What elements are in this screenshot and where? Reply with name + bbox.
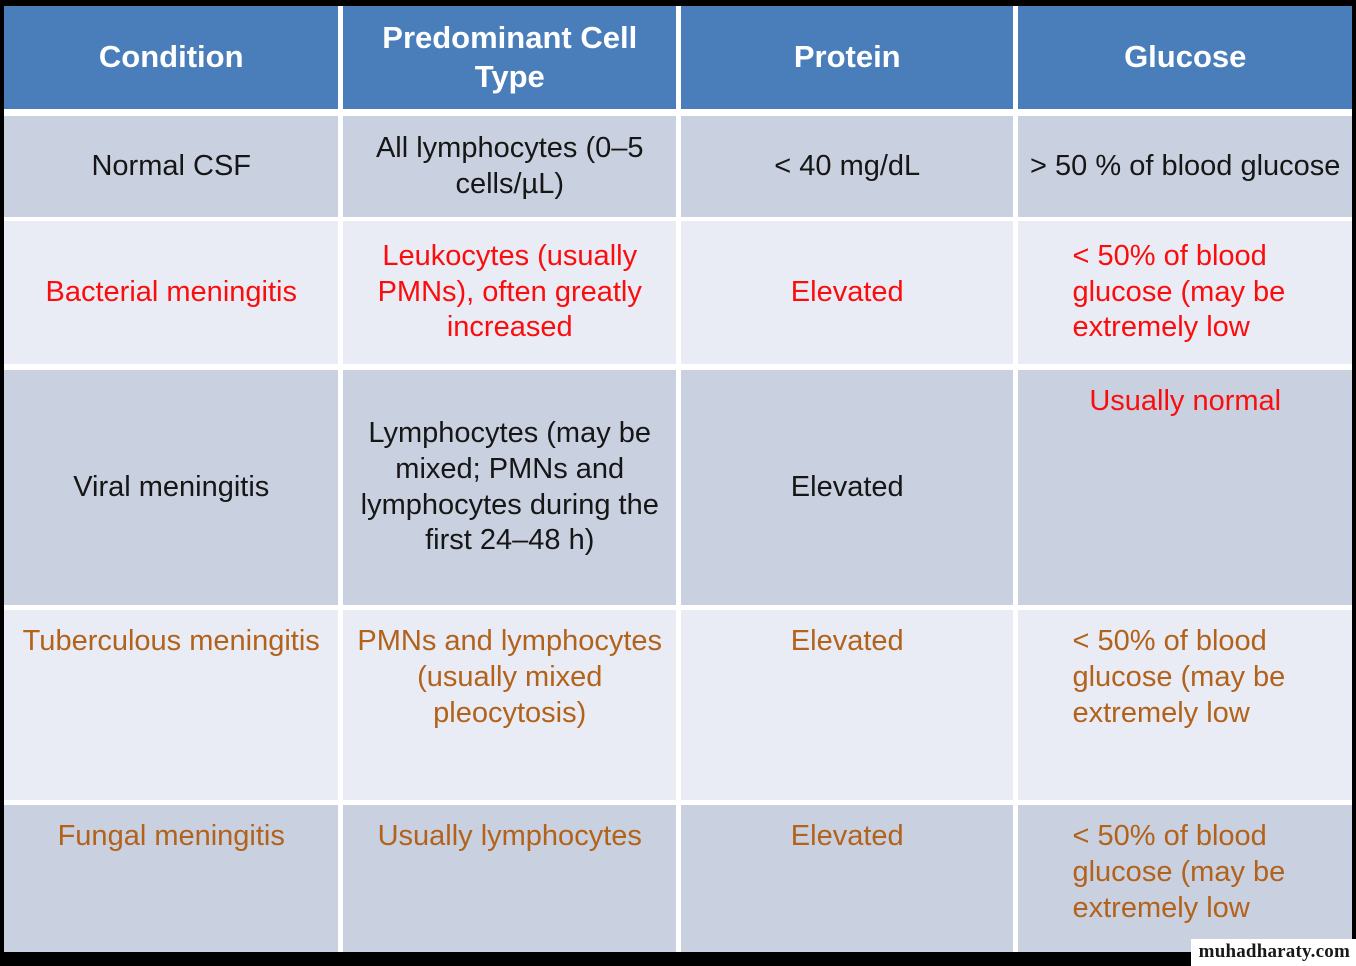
row-divider xyxy=(4,109,1352,116)
cell-protein: Elevated xyxy=(680,370,1014,605)
csf-findings-table: Condition Predominant Cell Type Protein … xyxy=(4,6,1352,952)
site-watermark: muhadharaty.com xyxy=(1190,939,1356,966)
cell-condition-text: Normal CSF xyxy=(91,149,251,182)
column-header-condition-label: Condition xyxy=(98,39,244,75)
table-row: Fungal meningitis Usually lymphocytes El… xyxy=(4,805,1352,952)
column-header-protein-label: Protein xyxy=(793,39,901,75)
cell-cell-type-text: Leukocytes (usually PMNs), often greatly… xyxy=(377,239,642,344)
column-gutter xyxy=(675,6,681,109)
table-row: Viral meningitis Lymphocytes (may be mix… xyxy=(4,370,1352,605)
column-header-protein: Protein xyxy=(680,6,1014,109)
cell-cell-type-text: All lymphocytes (0–5 cells/µL) xyxy=(375,131,644,200)
table-row: Normal CSF All lymphocytes (0–5 cells/µL… xyxy=(4,116,1352,217)
cell-glucose-text: > 50 % of blood glucose xyxy=(1030,149,1341,182)
cell-protein: Elevated xyxy=(680,221,1014,364)
cell-condition: Viral meningitis xyxy=(4,370,339,605)
cell-glucose: > 50 % of blood glucose xyxy=(1018,116,1352,217)
cell-glucose: < 50% of blood glucose (may be extremely… xyxy=(1018,805,1352,952)
cell-glucose-text: < 50% of blood glucose (may be extremely… xyxy=(1072,820,1286,924)
column-header-condition: Condition xyxy=(4,6,339,109)
cell-protein-text: Elevated xyxy=(790,470,904,503)
table-row: Bacterial meningitis Leukocytes (usually… xyxy=(4,221,1352,364)
cell-glucose-text: < 50% of blood glucose (may be extremely… xyxy=(1072,239,1286,344)
cell-glucose: < 50% of blood glucose (may be extremely… xyxy=(1018,610,1352,800)
cell-condition: Bacterial meningitis xyxy=(4,221,339,364)
row-divider xyxy=(4,364,1352,370)
table-header-row: Condition Predominant Cell Type Protein … xyxy=(4,6,1352,109)
cell-condition-text: Fungal meningitis xyxy=(57,820,285,852)
column-gutter xyxy=(1013,370,1019,605)
column-gutter xyxy=(1013,6,1019,109)
cell-protein-text: < 40 mg/dL xyxy=(774,149,921,182)
cell-cell-type-text: PMNs and lymphocytes (usually mixed pleo… xyxy=(357,625,663,729)
cell-condition-text: Tuberculous meningitis xyxy=(22,625,320,657)
column-header-glucose-label: Glucose xyxy=(1124,39,1247,75)
row-divider xyxy=(4,217,1352,221)
cell-protein: Elevated xyxy=(680,610,1014,800)
column-gutter xyxy=(1013,116,1019,217)
cell-cell-type: Leukocytes (usually PMNs), often greatly… xyxy=(343,221,676,364)
column-gutter xyxy=(1013,610,1019,800)
cell-cell-type: All lymphocytes (0–5 cells/µL) xyxy=(343,116,676,217)
column-gutter xyxy=(675,221,681,364)
column-header-cell-type-label: Predominant Cell Type xyxy=(382,20,638,94)
cell-condition-text: Viral meningitis xyxy=(73,470,270,503)
cell-condition: Fungal meningitis xyxy=(4,805,339,952)
column-gutter xyxy=(338,805,344,952)
cell-glucose-text: Usually normal xyxy=(1089,385,1282,417)
cell-glucose: Usually normal xyxy=(1018,370,1352,605)
cell-protein-text: Elevated xyxy=(790,820,904,852)
column-header-glucose: Glucose xyxy=(1018,6,1352,109)
column-gutter xyxy=(338,221,344,364)
cell-cell-type: Usually lymphocytes xyxy=(343,805,676,952)
cell-condition: Normal CSF xyxy=(4,116,339,217)
cell-cell-type: Lymphocytes (may be mixed; PMNs and lymp… xyxy=(343,370,676,605)
column-gutter xyxy=(675,805,681,952)
cell-glucose: < 50% of blood glucose (may be extremely… xyxy=(1018,221,1352,364)
column-gutter xyxy=(338,116,344,217)
column-gutter xyxy=(675,610,681,800)
column-gutter xyxy=(1013,805,1019,952)
cell-protein-text: Elevated xyxy=(790,625,904,657)
column-gutter xyxy=(338,610,344,800)
column-gutter xyxy=(338,370,344,605)
column-header-cell-type: Predominant Cell Type xyxy=(343,6,676,109)
cell-protein: Elevated xyxy=(680,805,1014,952)
column-gutter xyxy=(675,370,681,605)
row-divider xyxy=(4,605,1352,610)
cell-cell-type-text: Lymphocytes (may be mixed; PMNs and lymp… xyxy=(360,416,659,557)
cell-protein-text: Elevated xyxy=(790,275,904,308)
column-gutter xyxy=(338,6,344,109)
cell-cell-type-text: Usually lymphocytes xyxy=(377,820,642,852)
column-gutter xyxy=(1013,221,1019,364)
cell-cell-type: PMNs and lymphocytes (usually mixed pleo… xyxy=(343,610,676,800)
row-divider xyxy=(4,800,1352,805)
cell-protein: < 40 mg/dL xyxy=(680,116,1014,217)
column-gutter xyxy=(675,116,681,217)
cell-glucose-text: < 50% of blood glucose (may be extremely… xyxy=(1072,625,1286,729)
table-row: Tuberculous meningitis PMNs and lymphocy… xyxy=(4,610,1352,800)
cell-condition: Tuberculous meningitis xyxy=(4,610,339,800)
cell-condition-text: Bacterial meningitis xyxy=(45,275,297,308)
